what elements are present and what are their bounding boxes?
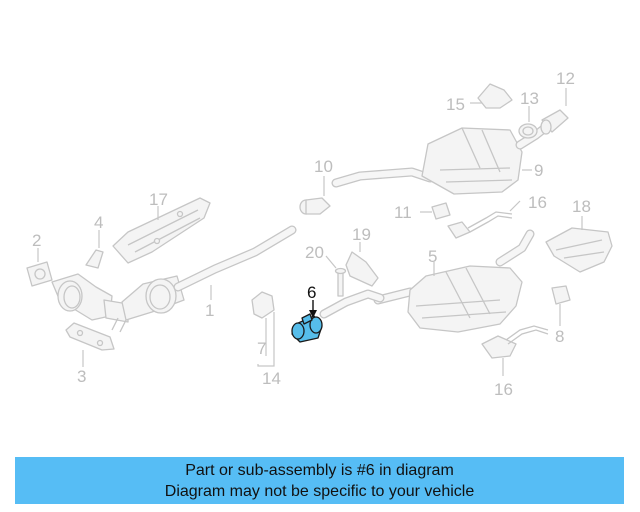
bracket-3 (65, 322, 115, 351)
callout-labels: 1 2 3 4 5 6 7 8 9 10 11 12 13 14 15 16 1… (32, 69, 591, 399)
callout-18: 18 (572, 197, 591, 216)
bracket-4 (85, 249, 104, 269)
info-banner: Part or sub-assembly is #6 in diagram Di… (15, 457, 624, 504)
banner-line-disclaimer: Diagram may not be specific to your vehi… (164, 482, 475, 500)
callout-12: 12 (556, 69, 575, 88)
callout-7: 7 (257, 339, 266, 358)
catalytic-converter (51, 273, 185, 333)
front-pipe (173, 225, 297, 292)
hanger-11 (431, 202, 451, 220)
callout-2: 2 (32, 231, 41, 250)
intermediate-pipe (331, 119, 555, 195)
callout-19: 19 (352, 225, 371, 244)
tail-pipe-tip (540, 109, 569, 135)
callout-13: 13 (520, 89, 539, 108)
callout-9: 9 (534, 161, 543, 180)
highlighted-clamp-6[interactable] (291, 313, 323, 343)
callout-3: 3 (77, 367, 86, 386)
hanger-8 (551, 285, 571, 305)
callout-16-lower: 16 (494, 380, 513, 399)
gasket-2 (26, 261, 53, 287)
leader-lines (37, 88, 583, 376)
callout-15: 15 (446, 95, 465, 114)
rear-muffler (373, 229, 535, 333)
bolt-20 (334, 267, 347, 297)
hanger-16-lower (481, 325, 549, 359)
callout-20: 20 (305, 243, 324, 262)
callout-16-upper: 16 (528, 193, 547, 212)
hanger-16-upper (447, 211, 513, 239)
callout-5: 5 (428, 247, 437, 266)
callout-4: 4 (94, 213, 103, 232)
heat-shield-19 (345, 251, 379, 287)
heat-shield-18 (545, 227, 613, 273)
heat-shield (112, 197, 211, 264)
callout-6[interactable]: 6 (307, 283, 316, 302)
clamp-13 (518, 123, 538, 139)
connecting-pipe (319, 289, 385, 319)
bracket-15 (477, 83, 513, 109)
callout-10: 10 (314, 157, 333, 176)
callout-11: 11 (394, 203, 412, 222)
exhaust-parts-diagram: 1 2 3 4 5 6 7 8 9 10 11 12 13 14 15 16 1… (26, 69, 613, 399)
bracket-7 (251, 291, 275, 319)
clamp-10 (299, 197, 331, 215)
callout-14: 14 (262, 369, 281, 388)
banner-line-part: Part or sub-assembly is #6 in diagram (185, 461, 454, 479)
callout-8: 8 (555, 327, 564, 346)
callout-1: 1 (205, 301, 214, 320)
callout-17: 17 (149, 190, 168, 209)
